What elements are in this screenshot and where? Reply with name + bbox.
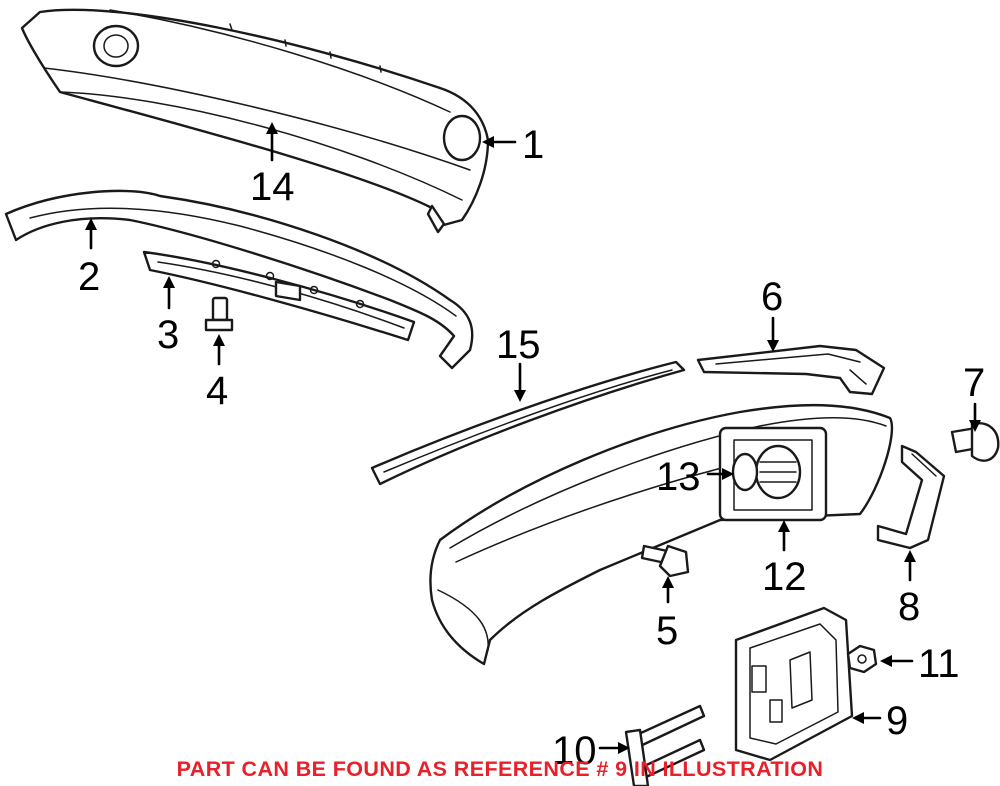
- bolt-part-7: [950, 422, 1000, 462]
- leader-10: [598, 742, 630, 754]
- callout-1: 1: [522, 123, 544, 167]
- leader-15: [514, 362, 526, 402]
- leader-1: [482, 136, 517, 148]
- callout-15: 15: [496, 323, 541, 367]
- leader-9: [852, 712, 882, 724]
- step-pad-part: [370, 360, 686, 486]
- callout-2: 2: [78, 255, 100, 299]
- leader-4: [213, 334, 225, 366]
- leader-8: [904, 550, 916, 582]
- mounting-plate-part: [734, 606, 854, 762]
- u-bolt-part: [624, 704, 706, 786]
- callout-numbers: 1 2 3 4 5 6 7 8 9 10 11 12 13 14 15: [78, 123, 985, 773]
- callout-12: 12: [762, 555, 807, 599]
- leader-14: [266, 122, 278, 162]
- callout-14: 14: [250, 165, 295, 209]
- bolt-part-4: [204, 296, 234, 332]
- nut-part: [846, 644, 878, 674]
- leader-3: [163, 276, 175, 310]
- leader-6: [767, 316, 779, 352]
- leader-7: [969, 402, 981, 432]
- callout-5: 5: [656, 609, 678, 653]
- face-bar-part: [429, 403, 894, 666]
- reference-notice: PART CAN BE FOUND AS REFERENCE # 9 IN IL…: [176, 757, 824, 781]
- callout-3: 3: [157, 313, 179, 357]
- callout-9: 9: [886, 699, 908, 743]
- bolt-part-5: [640, 544, 690, 578]
- leader-2: [85, 218, 97, 250]
- mounting-rail-part: [142, 250, 416, 342]
- reinforcement-strip-part: [4, 189, 474, 370]
- leader-lines: [85, 122, 981, 754]
- callout-10: 10: [552, 729, 597, 773]
- bumper-cover-part: [20, 8, 490, 234]
- side-bracket-part: [876, 444, 946, 550]
- leader-12: [778, 520, 790, 552]
- callout-8: 8: [898, 585, 920, 629]
- upper-bracket-part: [696, 344, 886, 396]
- callout-6: 6: [761, 275, 783, 319]
- callout-11: 11: [918, 642, 960, 686]
- callout-7: 7: [963, 361, 985, 405]
- leader-11: [880, 655, 914, 667]
- leader-13: [706, 468, 734, 480]
- callout-13: 13: [656, 455, 701, 499]
- leader-5: [662, 576, 674, 604]
- callout-4: 4: [206, 369, 228, 413]
- grommet-part: [731, 452, 759, 492]
